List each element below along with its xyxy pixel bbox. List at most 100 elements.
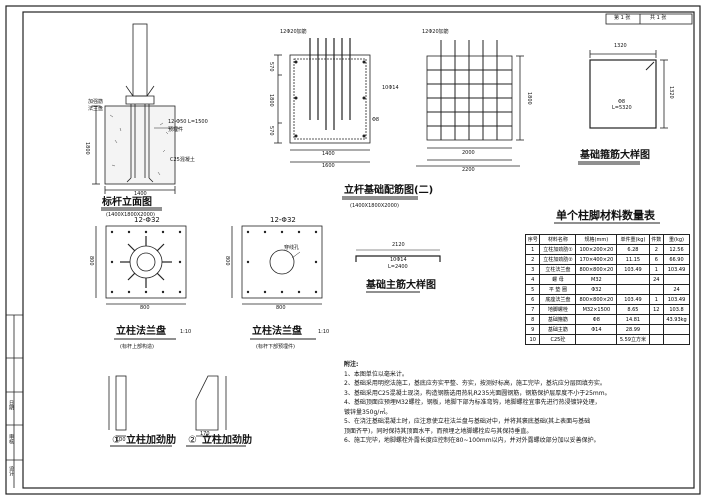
table-cell <box>648 324 665 335</box>
rebar-left-side-1: 570 <box>268 62 274 72</box>
note-item: 顶面齐平)，同时保持其顶面水平，而预埋之地脚螺栓应与其保持垂直。 <box>344 427 533 435</box>
flange-bottom-sub: (标杆下部预埋件) <box>256 344 295 350</box>
material-table-title: 单个柱脚材料数量表 <box>556 209 655 222</box>
stirrup-detail-drawing <box>589 50 668 129</box>
pole-dim-height: 1800 <box>84 142 90 155</box>
table-cell: 103.49 <box>663 294 690 305</box>
table-cell: 1 <box>648 294 665 305</box>
main-bar-bar: 10Φ14 <box>390 257 407 263</box>
pole-dim-width: 1400 <box>134 191 147 197</box>
main-bar-title: 基础主筋大样图 <box>366 280 436 291</box>
table-cell: M32×1500 <box>575 304 618 315</box>
rebar-left-bar-label: 12Φ20加筋 <box>280 29 307 35</box>
note-item: 1、本图单位以毫米计。 <box>344 370 408 378</box>
pole-label-flange: 法兰盘 <box>88 106 104 112</box>
note-item: 4、基础顶面应预埋M32螺栓，钢板，地脚下部为标准弯钩，地脚螺栓宜事先进行热浸镀… <box>344 399 601 406</box>
rebar-right-mid: 2000 <box>462 150 475 156</box>
table-cell: 24 <box>648 274 665 285</box>
stirrup-bar: Φ8 <box>618 99 626 105</box>
table-cell: 12 <box>648 304 665 315</box>
table-cell <box>663 324 690 335</box>
table-cell: 28.99 <box>616 324 650 335</box>
table-cell: 103.49 <box>616 264 650 275</box>
flange-bottom-hole-label: 穿线孔 <box>284 245 300 251</box>
table-cell: Φ8 <box>575 314 618 325</box>
flange-top-title: 立柱法兰盘 <box>116 326 166 337</box>
table-cell: 103.49 <box>616 294 650 305</box>
table-cell: 14.81 <box>616 314 650 325</box>
table-cell: 8 <box>524 314 541 325</box>
table-cell: 12.56 <box>663 244 690 255</box>
side-label-review: 审核 <box>8 434 14 444</box>
table-cell: 3 <box>524 264 541 275</box>
pole-label-rib: 加强筋 <box>88 99 104 105</box>
outer-frame <box>5 5 701 495</box>
flange-bottom-side-dim: 800 <box>224 256 230 266</box>
note-item: 2、基础采用明挖法施工，基底应夯实平整、夯实，按测好标高，施工完毕，基坑应分层回… <box>344 380 606 387</box>
table-cell: 1 <box>648 264 665 275</box>
table-cell: 9 <box>524 324 541 335</box>
table-cell: 立柱加劲肋② <box>539 254 577 265</box>
rebar-left-total: 1600 <box>322 163 335 169</box>
note-item: 镀锌量350g/㎡。 <box>344 408 392 416</box>
stirrup-width: 1320 <box>614 43 627 49</box>
table-cell: 2 <box>524 254 541 265</box>
table-cell: 103.49 <box>663 264 690 275</box>
table-cell: 平 垫 圈 <box>539 284 577 295</box>
table-cell: 7 <box>524 304 541 315</box>
table-cell: 基础主筋 <box>539 324 577 335</box>
rebar-stirrup-label: Φ8 <box>372 117 380 123</box>
foundation-rebar-right-drawing <box>416 40 524 167</box>
pole-elevation-title: 标杆立面图 <box>102 197 152 208</box>
table-cell: 立柱法兰盘 <box>539 264 577 275</box>
table-cell: 66.90 <box>663 254 690 265</box>
table-cell: 立柱加劲肋① <box>539 244 577 255</box>
flange-top-sub: (标杆上部构造) <box>120 344 154 350</box>
rib1-dim: 100 <box>116 437 126 443</box>
table-cell: 5 <box>524 284 541 295</box>
table-cell <box>616 284 650 295</box>
table-cell <box>575 334 618 345</box>
rib2-dim-1: 170 <box>200 431 210 437</box>
table-header-cell: 规格(mm) <box>575 234 618 245</box>
table-header-cell: 件数 <box>648 234 665 245</box>
pole-label-bolts: 12-Φ50 L=1500 <box>168 119 208 125</box>
table-cell <box>663 334 690 345</box>
rebar-left-side-2: 1800 <box>268 94 274 107</box>
table-cell: 4 <box>524 274 541 285</box>
stirrup-side: 1320 <box>668 86 674 99</box>
rebar-title: 立杆基础配筋图(二) <box>344 185 434 196</box>
main-bar-length: L=2400 <box>388 264 408 270</box>
table-cell: 1 <box>524 244 541 255</box>
flange-top-dim: 800 <box>140 305 150 311</box>
side-label-design: 设计 <box>8 466 14 476</box>
notes-heading: 附注: <box>344 361 359 368</box>
table-header-row: 序号材料名称规格(mm)单件重(kg)件数重(kg) <box>524 234 690 245</box>
flange-top-side-dim: 800 <box>88 256 94 266</box>
rebar-mid-bar-label: 10Φ14 <box>382 85 399 91</box>
flange-top-scale: 1:10 <box>180 329 192 335</box>
table-cell: M32 <box>575 274 618 285</box>
flange-bottom-dim: 800 <box>276 305 286 311</box>
table-cell: Φ32 <box>575 284 618 295</box>
note-item: 3、基础采用C25混凝土现浇，构造钢筋选用热轧R235光面圆钢筋，钢筋保护层厚度… <box>344 389 611 397</box>
pole-label-embed: 预埋件 <box>168 127 184 133</box>
sheet-number-block <box>605 13 693 25</box>
table-cell: 基础箍筋 <box>539 314 577 325</box>
main-bar-detail-drawing <box>355 249 441 262</box>
table-cell: 5.59立方米 <box>616 334 650 345</box>
flange-top-bolt-label: 12-Φ32 <box>134 216 160 224</box>
flange-bottom-title: 立柱法兰盘 <box>252 326 302 337</box>
pole-elevation-scale: (1400X1800X2000) <box>106 212 155 218</box>
table-cell: 8.65 <box>616 304 650 315</box>
rebar-left-mid: 1400 <box>322 151 335 157</box>
rebar-right-side: 1800 <box>526 92 532 105</box>
note-item: 5、在浇注基础混凝土时，应注意使立柱法兰盘与基础对中，并将其褒底基础(其上表面与… <box>344 418 591 425</box>
table-cell <box>663 274 690 285</box>
stirrup-length: L=5320 <box>612 105 632 111</box>
